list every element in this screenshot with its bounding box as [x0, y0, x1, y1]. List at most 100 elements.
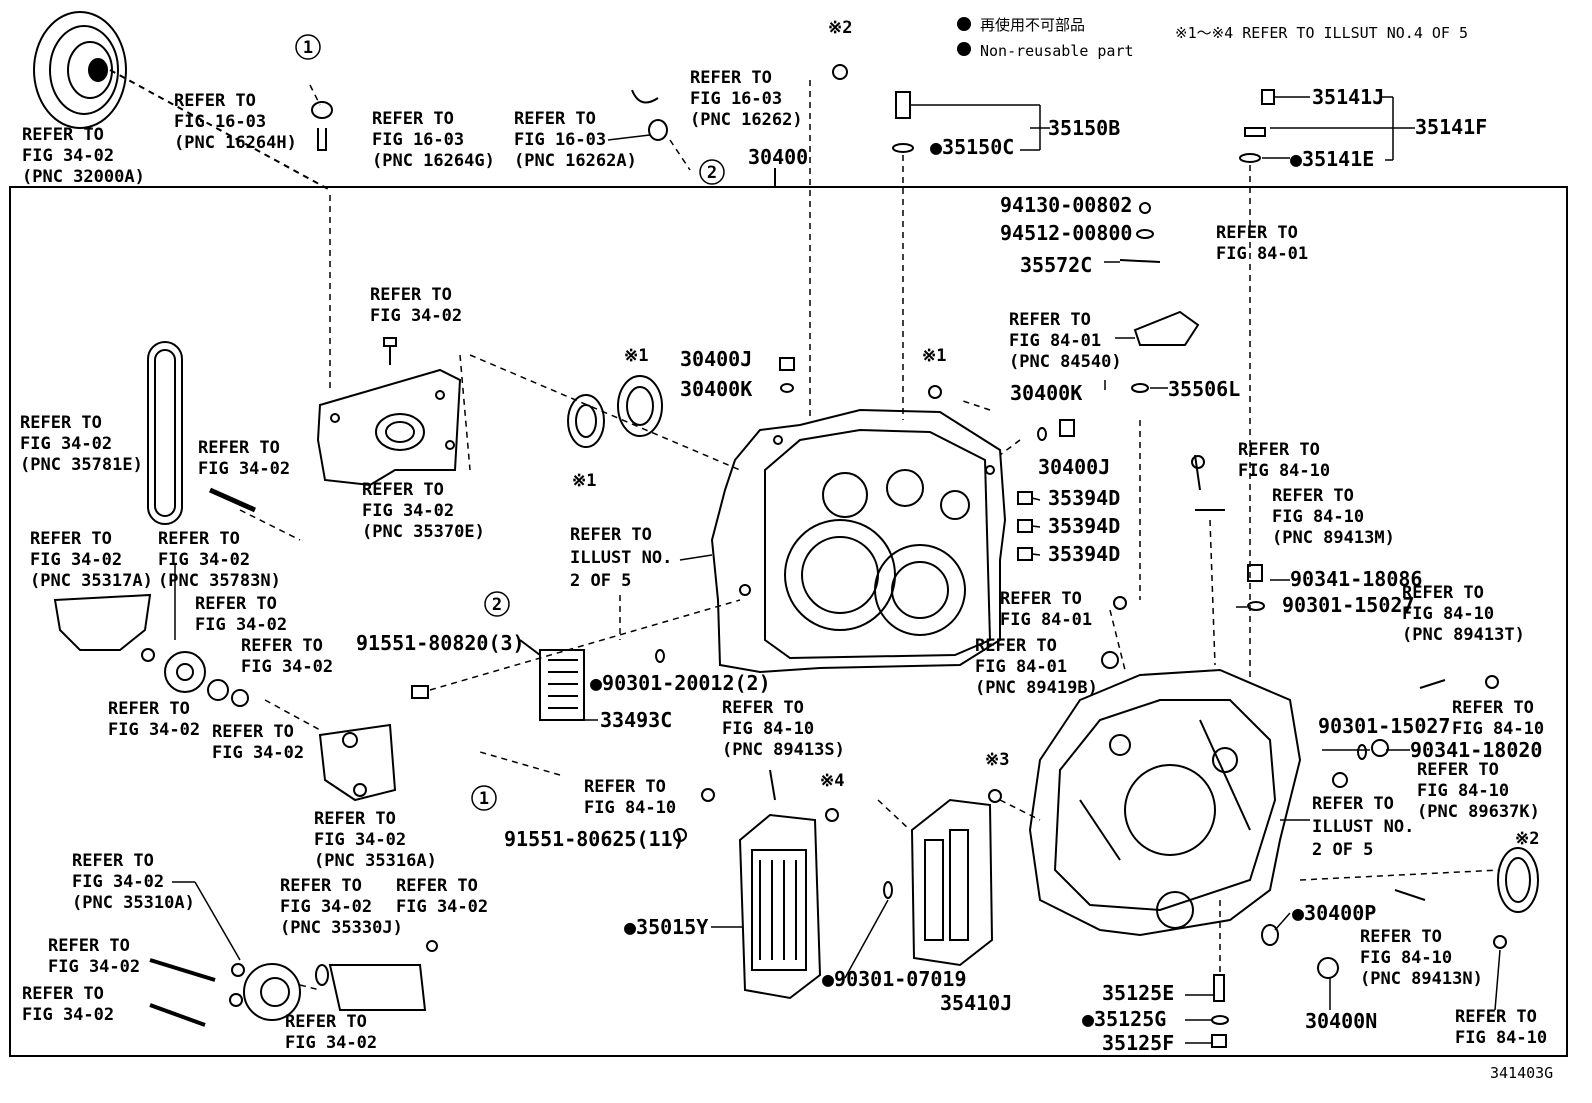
marker-m2-6: ※2	[1515, 829, 1539, 849]
leader-lines	[172, 96, 1501, 1044]
circle-marker-2	[484, 591, 510, 617]
callout-fig34-d-line-1: REFER TO	[212, 722, 294, 742]
part-number-35125g: ●35125G	[1082, 1007, 1166, 1031]
callout-fig16-16262-line-2: FIG 16-03	[690, 89, 782, 109]
callout-fig84-89637k-line-2: FIG 84-10	[1417, 781, 1509, 801]
transaxle-case-icon	[710, 408, 1007, 674]
callout-fig16-16262-line-1: REFER TO	[690, 68, 772, 88]
part-number-35125e: 35125E	[1102, 981, 1174, 1005]
callout-fig84-89413n-line-3: (PNC 89413N)	[1360, 969, 1483, 989]
callout-fig34-35310a-line-3: (PNC 35310A)	[72, 893, 195, 913]
circle-marker-1	[699, 159, 725, 185]
callout-fig34-35310a-line-2: FIG 34-02	[72, 872, 164, 892]
part-number-90341-18020: 90341-18020	[1410, 738, 1542, 762]
part-number-30400p: ●30400P	[1292, 901, 1376, 925]
marker-m1-3: ※1	[572, 471, 596, 491]
illustration-id: 341403G	[1490, 1064, 1553, 1082]
callout-fig34-e-line-1: REFER TO	[396, 876, 478, 896]
part-number-35141j: 35141J	[1312, 85, 1384, 109]
part-number-30400k-b: 30400K	[1010, 381, 1082, 405]
refer-note: ※1～※4 REFER TO ILLSUT NO.4 OF 5	[1175, 24, 1468, 42]
assembly-frame	[9, 186, 1568, 1057]
callout-fig34-35316a-line-3: (PNC 35316A)	[314, 851, 437, 871]
part-number-94130: 94130-00802	[1000, 193, 1132, 217]
callout-fig34-32000a-line-2: FIG 34-02	[22, 146, 114, 166]
marker-m1-1: ※1	[624, 346, 648, 366]
circle-marker-label-0: 1	[303, 38, 313, 58]
callout-fig16-16262a-line-2: FIG 16-03	[514, 130, 606, 150]
callout-fig34-bolt-line-1: REFER TO	[198, 438, 280, 458]
marker-m3-5: ※3	[985, 750, 1009, 770]
callout-fig16-16264h-line-2: FIG 16-03	[174, 112, 266, 132]
callout-fig34-g-line-2: FIG 34-02	[22, 1005, 114, 1025]
part-number-35394d-2: 35394D	[1048, 514, 1120, 538]
part-number-35394d-1: 35394D	[1048, 486, 1120, 510]
callout-fig84-01-b-line-2: FIG 84-01	[1000, 610, 1092, 630]
callout-fig34-35781e-line-2: FIG 34-02	[20, 434, 112, 454]
callout-fig34-b-line-1: REFER TO	[241, 636, 323, 656]
callout-fig84-01-top-line-2: FIG 84-01	[1216, 244, 1308, 264]
part-number-35506l: 35506L	[1168, 377, 1240, 401]
callout-fig34-35317a-line-3: (PNC 35317A)	[30, 571, 153, 591]
part-number-90301-20012: ●90301-20012(2)	[590, 671, 771, 695]
drawings	[33, 11, 1539, 1048]
part-number-35141f: 35141F	[1415, 115, 1487, 139]
callout-fig84-01-b-line-1: REFER TO	[1000, 589, 1082, 609]
callout-fig34-32000a-line-3: (PNC 32000A)	[22, 167, 145, 187]
callout-illust2-left-line-2: ILLUST NO.	[570, 548, 672, 568]
callout-fig84-89413m-line-3: (PNC 89413M)	[1272, 528, 1395, 548]
callout-fig34-plate-line-1: REFER TO	[370, 285, 452, 305]
callout-fig84-89419b-line-1: REFER TO	[975, 636, 1057, 656]
part-number-90341-18086: 90341-18086	[1290, 567, 1422, 591]
callout-fig84-89637k-line-3: (PNC 89637K)	[1417, 802, 1540, 822]
callout-fig34-35330j-line-1: REFER TO	[280, 876, 362, 896]
callout-fig84-89413n-line-2: FIG 84-10	[1360, 948, 1452, 968]
callout-fig84-10-b-line-1: REFER TO	[1452, 698, 1534, 718]
callout-fig34-f-line-2: FIG 34-02	[48, 957, 140, 977]
circle-marker-label-3: 1	[479, 789, 489, 809]
callout-fig34-b-line-2: FIG 34-02	[241, 657, 333, 677]
part-number-35394d-3: 35394D	[1048, 542, 1120, 566]
part-number-30400k-a: 30400K	[680, 377, 752, 401]
callout-fig34-g-line-1: REFER TO	[22, 984, 104, 1004]
callout-fig16-16262-line-3: (PNC 16262)	[690, 110, 803, 130]
callout-fig34-35370e-line-2: FIG 34-02	[362, 501, 454, 521]
part-number-30400n: 30400N	[1305, 1009, 1377, 1033]
callout-fig84-10-a-line-1: REFER TO	[1238, 440, 1320, 460]
callout-fig34-35783n-line-3: (PNC 35783N)	[158, 571, 281, 591]
callout-fig84-89413t-line-2: FIG 84-10	[1402, 604, 1494, 624]
part-number-90301-15027-b: 90301-15027	[1318, 714, 1450, 738]
callout-fig34-f-line-1: REFER TO	[48, 936, 130, 956]
callout-fig34-35317a-line-1: REFER TO	[30, 529, 112, 549]
callout-fig34-35783n-line-1: REFER TO	[158, 529, 240, 549]
circle-marker-0	[295, 34, 321, 60]
callout-fig34-35310a-line-1: REFER TO	[72, 851, 154, 871]
part-number-94512: 94512-00800	[1000, 221, 1132, 245]
callout-fig34-c-line-2: FIG 34-02	[108, 720, 200, 740]
torque-converter-icon	[33, 11, 331, 191]
callout-fig16-16264g-line-2: FIG 16-03	[372, 130, 464, 150]
circle-marker-3	[471, 785, 497, 811]
assembly-part-number: 30400	[748, 145, 808, 169]
part-number-35150c: ●35150C	[930, 135, 1014, 159]
callout-fig16-16262a-line-3: (PNC 16262A)	[514, 151, 637, 171]
callout-fig84-bolt-line-2: FIG 84-10	[584, 798, 676, 818]
part-number-35141e: ●35141E	[1290, 147, 1374, 171]
callout-fig84-10-c-line-2: FIG 84-10	[1455, 1028, 1547, 1048]
callout-fig84-89413m-line-2: FIG 84-10	[1272, 507, 1364, 527]
callout-fig34-c-line-1: REFER TO	[108, 699, 190, 719]
part-number-91551-80625: 91551-80625(11)	[504, 827, 685, 851]
callout-fig84-89413s-line-2: FIG 84-10	[722, 719, 814, 739]
callout-fig84-bolt-line-1: REFER TO	[584, 777, 666, 797]
guide-lines	[239, 80, 1501, 991]
callout-fig34-e-line-2: FIG 34-02	[396, 897, 488, 917]
part-number-35015y: ●35015Y	[624, 915, 708, 939]
marker-m2-0: ※2	[828, 18, 852, 38]
callout-fig34-35783n-line-2: FIG 34-02	[158, 550, 250, 570]
callout-fig84-89413t-line-1: REFER TO	[1402, 583, 1484, 603]
part-number-30400j-a: 30400J	[680, 347, 752, 371]
callout-fig34-35330j-line-3: (PNC 35330J)	[280, 918, 403, 938]
